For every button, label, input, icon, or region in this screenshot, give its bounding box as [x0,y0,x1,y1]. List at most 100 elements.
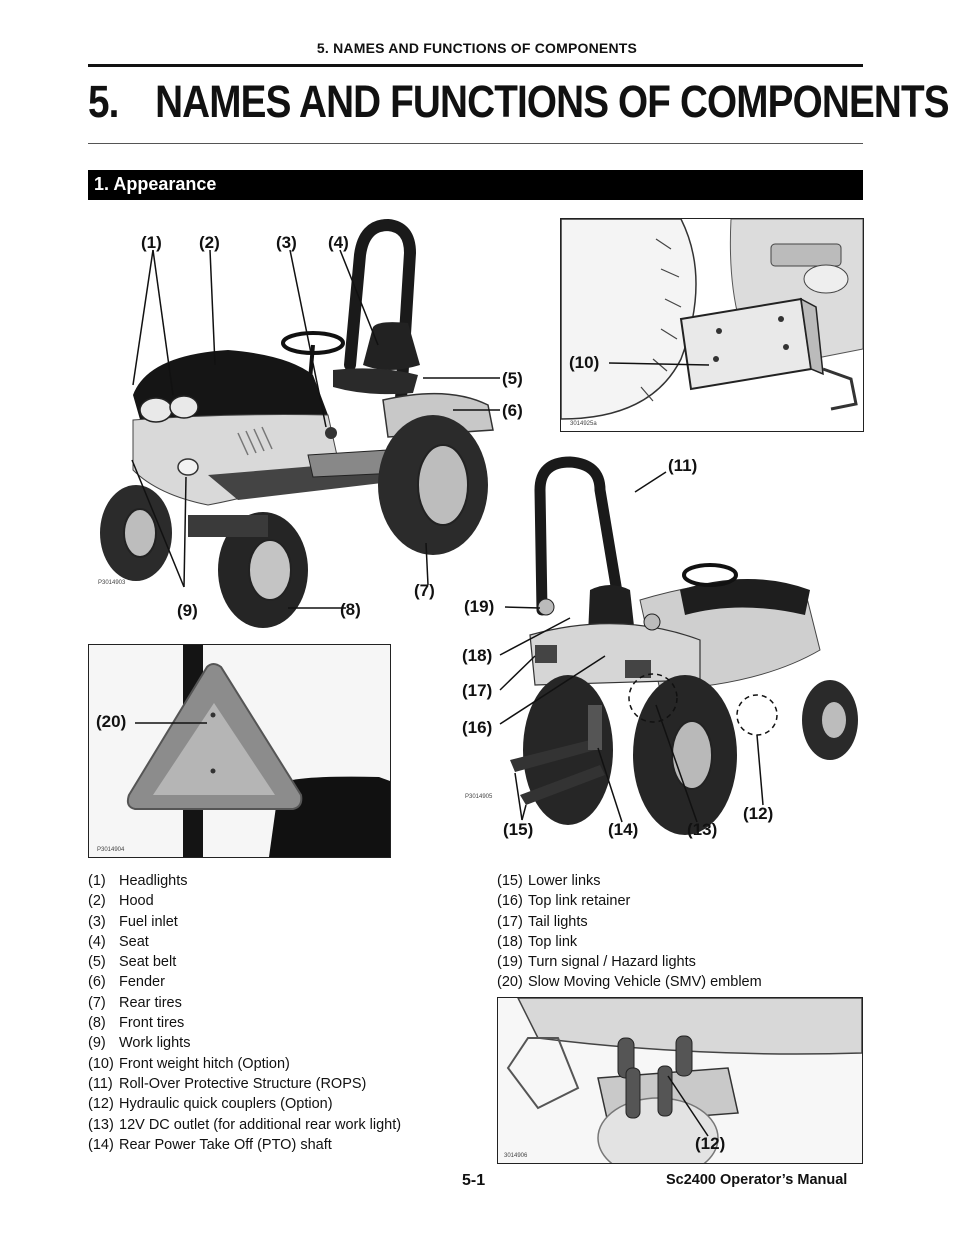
rear-tractor-figure: P3014905 [460,450,865,850]
legend-label: Hydraulic quick couplers (Option) [119,1096,333,1113]
legend-number: (8) [88,1015,106,1032]
legend-item: (7) Rear tires [88,993,401,1013]
photo-id: P3014903 [98,580,126,586]
legend-number: (20) [497,974,523,991]
smv-emblem-photo: P3014904 [88,644,391,858]
running-header: 5. NAMES AND FUNCTIONS OF COMPONENTS [316,40,638,56]
legend-label: Lower links [528,873,601,889]
legend-item: (14) Rear Power Take Off (PTO) shaft [88,1135,401,1155]
legend-item: (20) Slow Moving Vehicle (SMV) emblem [497,972,762,992]
callout-17: (17) [462,681,493,700]
main-tractor-figure: P3014903 [88,215,558,635]
legend-number: (19) [497,954,523,971]
legend-label: Front tires [119,1015,185,1032]
callout-13: (13) [687,820,718,839]
legend-label: Seat [119,933,149,950]
photo-id: 3014906 [504,1153,528,1159]
legend-item: (13)12V DC outlet (for additional rear w… [88,1115,401,1135]
legend-item: (4) Seat [88,932,401,952]
legend-item: (12) Hydraulic quick couplers (Option) [88,1094,401,1114]
header-rule [88,64,863,67]
callout-15: (15) [503,820,534,839]
legend-label: Seat belt [119,954,177,971]
callout-3: (3) [276,233,297,252]
legend-number: (9) [88,1035,106,1052]
component-legend-left: (1) Headlights (2) Hood (3) Fuel inlet (4) Seat… [88,871,401,1155]
page-number: 5-1 [462,1172,486,1189]
legend-label: Turn signal / Hazard lights [528,954,696,971]
callout-16: (16) [462,718,493,737]
callout-9: (9) [177,601,198,620]
title-rule [88,143,863,144]
legend-item: (11) Roll-Over Protective Structure (ROPS… [88,1074,401,1094]
main-tractor-drawing [100,218,500,628]
legend-label: Rear tires [119,994,182,1011]
legend-label: Rear Power Take Off (PTO) shaft [119,1136,332,1153]
legend-item: (5) Seat belt [88,952,401,972]
callout-6: (6) [502,401,523,420]
legend-label: Roll-Over Protective Structure (ROPS) [119,1075,367,1092]
couplers-drawing [498,998,862,1163]
legend-label: Top link retainer [528,893,631,910]
legend-label: Front weight hitch (Option) [119,1055,290,1072]
manual-title: Sc2400 Operator’s Manual [666,1172,848,1188]
legend-item: (19) Turn signal / Hazard lights [497,952,762,972]
chapter-number: 5. [88,76,119,127]
legend-label: 12V DC outlet (for additional rear work … [119,1116,402,1133]
callout-12b: (12) [695,1134,726,1153]
legend-number: (10) [88,1055,114,1072]
legend-label: Headlights [119,873,188,889]
legend-item: (3) Fuel inlet [88,912,401,932]
legend-number: (1) [88,873,106,889]
legend-item: (15) Lower links [497,871,762,891]
legend-label: Fender [119,974,165,991]
photo-id: P3014904 [97,847,125,853]
legend-item: (6) Fender [88,972,401,992]
legend-number: (17) [497,913,523,930]
section-title: 1. Appearance [94,174,217,194]
callout-5: (5) [502,369,523,388]
legend-number: (18) [497,933,523,950]
callout-1: (1) [141,233,162,252]
legend-number: (7) [88,994,106,1011]
legend-number: (12) [88,1096,114,1113]
legend-number: (15) [497,873,523,889]
weight-hitch-photo: 3014925a [560,218,864,432]
legend-number: (4) [88,933,106,950]
legend-number: (5) [88,954,106,971]
legend-number: (2) [88,893,106,910]
legend-number: (14) [88,1136,114,1153]
legend-label: Fuel inlet [119,913,178,930]
chapter-title: 5. NAMES AND FUNCTIONS OF COMPONENTS [88,76,950,128]
legend-number: (16) [497,893,523,910]
callout-4: (4) [328,233,349,252]
callout-14: (14) [608,820,639,839]
photo-id: P3014905 [465,794,493,800]
legend-label: Work lights [119,1035,191,1052]
weight-hitch-drawing [561,219,863,420]
legend-label: Slow Moving Vehicle (SMV) emblem [528,974,762,991]
legend-number: (3) [88,913,106,930]
section-heading: 1. Appearance [88,170,863,200]
callout-8: (8) [340,600,361,619]
couplers-photo: 3014906 [497,997,863,1164]
legend-item: (10) Front weight hitch (Option) [88,1054,401,1074]
chapter-title-text: NAMES AND FUNCTIONS OF COMPONENTS [155,76,950,127]
legend-number: (11) [88,1075,113,1092]
legend-number: (6) [88,974,106,991]
callout-10: (10) [569,353,600,372]
legend-item: (8) Front tires [88,1013,401,1033]
callout-11: (11) [668,456,698,475]
legend-item: (16) Top link retainer [497,891,762,911]
callout-20: (20) [96,712,127,731]
legend-item: (2) Hood [88,891,401,911]
callout-2: (2) [199,233,220,252]
callout-7: (7) [414,581,435,600]
legend-item: (18) Top link [497,932,762,952]
photo-id: 3014925a [570,421,597,427]
callout-19: (19) [464,597,495,616]
legend-label: Hood [119,893,154,910]
component-legend-right: (15) Lower links (16) Top link retainer (17)… [497,871,762,993]
legend-label: Top link [528,933,578,950]
rear-tractor-drawing [499,456,858,835]
